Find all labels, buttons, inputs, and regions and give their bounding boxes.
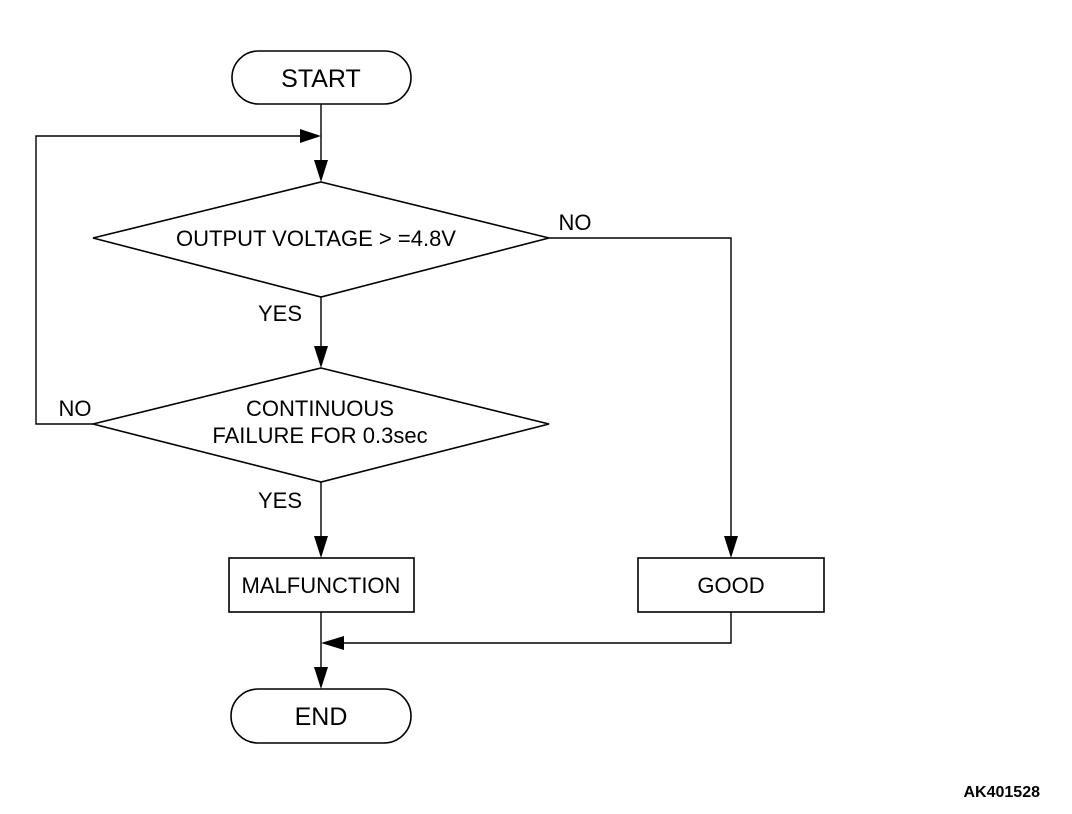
decision-output-voltage [92,181,550,298]
connector-voltage-no-to-good [549,237,732,540]
end-label: END [295,703,348,731]
decision-continuous-failure-label-line1: CONTINUOUS [246,396,394,421]
branch-no-label: NO [59,396,92,421]
arrowhead-down-icon [724,536,738,558]
start-terminator [231,50,412,105]
connector-continuous-no-loop [35,135,304,425]
end-terminator [230,688,412,744]
malfunction-box [228,557,415,613]
connector-good-to-end [340,612,732,644]
good-box [637,557,825,613]
arrowhead-left-icon [321,636,344,650]
arrowhead-down-icon [314,346,328,368]
arrowhead-down-icon [314,536,328,558]
start-label: START [281,65,361,93]
arrowhead-down-icon [314,667,328,689]
decision-output-voltage-label: OUTPUT VOLTAGE > =4.8V [176,226,456,251]
malfunction-label: MALFUNCTION [242,573,401,598]
arrowhead-down-icon [314,160,328,182]
decision-continuous-failure-label-line2: FAILURE FOR 0.3sec [212,423,427,448]
branch-yes-label: YES [258,488,302,513]
arrowhead-right-icon [300,129,321,143]
branch-no-label: NO [559,210,592,235]
decision-continuous-failure [92,367,550,483]
good-label: GOOD [697,573,764,598]
figure-reference-code: AK401528 [964,784,1041,801]
branch-yes-label: YES [258,301,302,326]
